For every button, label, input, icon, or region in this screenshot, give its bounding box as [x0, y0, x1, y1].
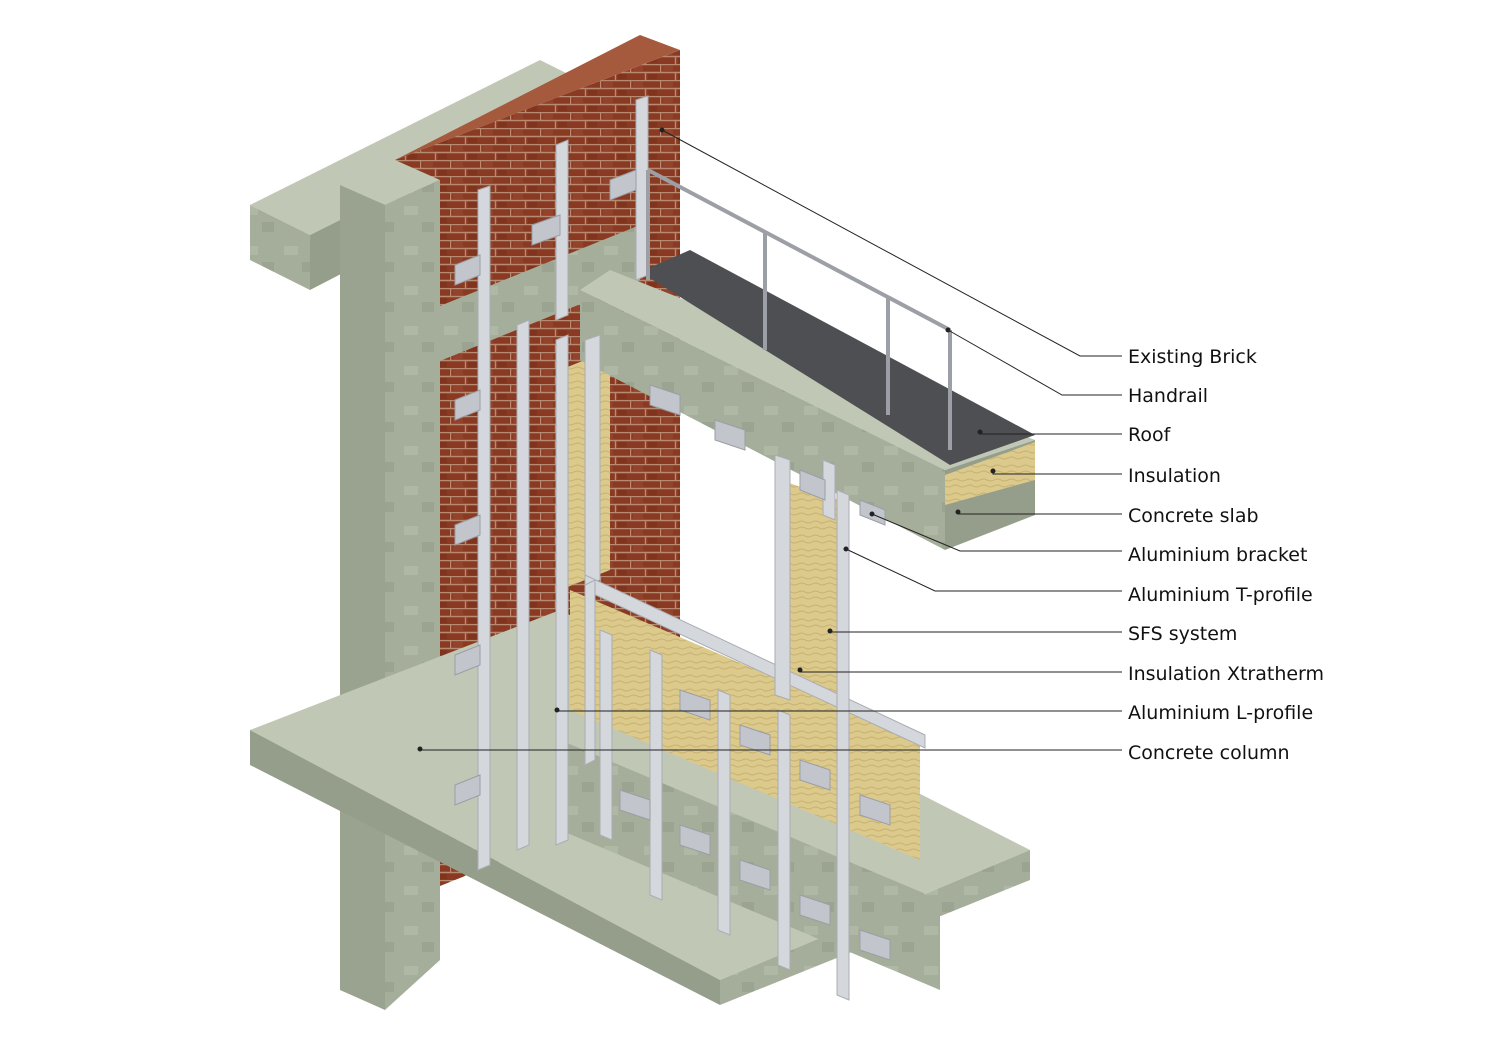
leader-line — [829, 631, 1122, 633]
label-handrail: Handrail — [1128, 385, 1209, 407]
leader-dot — [945, 327, 951, 333]
leader-dot — [659, 127, 665, 133]
leader-dot — [827, 628, 833, 634]
aluminium-l-profiles — [477, 95, 649, 871]
slab-insulation — [945, 442, 1035, 505]
label-insulation: Insulation — [1128, 465, 1221, 487]
leader-dot — [990, 468, 996, 474]
label-insulation-xtratherm: Insulation Xtratherm — [1128, 663, 1325, 685]
leader-line — [845, 548, 1122, 592]
handrail-rail — [646, 168, 952, 450]
leader-line — [947, 329, 1122, 396]
label-existing-brick: Existing Brick — [1128, 346, 1257, 368]
leader-dot — [955, 509, 961, 515]
leader-dot — [797, 667, 803, 673]
leader-dot — [843, 546, 849, 552]
leader-dot — [554, 707, 560, 713]
label-sfs-system: SFS system — [1128, 623, 1238, 645]
label-roof: Roof — [1128, 424, 1171, 446]
label-aluminium-bracket: Aluminium bracket — [1128, 544, 1308, 566]
leader-line — [871, 513, 1122, 552]
label-concrete-column: Concrete column — [1128, 742, 1290, 764]
label-aluminium-t-profile: Aluminium T-profile — [1128, 584, 1313, 606]
concrete-column-body — [340, 160, 440, 1010]
leader-lines — [417, 127, 1122, 752]
label-concrete-slab: Concrete slab — [1128, 505, 1259, 527]
leader-dot — [869, 511, 875, 517]
aluminium-brackets — [454, 169, 891, 961]
roof-membrane — [640, 250, 1035, 465]
leader-line — [661, 129, 1122, 357]
label-aluminium-l-profile: Aluminium L-profile — [1128, 702, 1314, 724]
leader-dot — [977, 429, 983, 435]
leader-dot — [417, 746, 423, 752]
aluminium-t-profiles — [599, 459, 850, 1001]
